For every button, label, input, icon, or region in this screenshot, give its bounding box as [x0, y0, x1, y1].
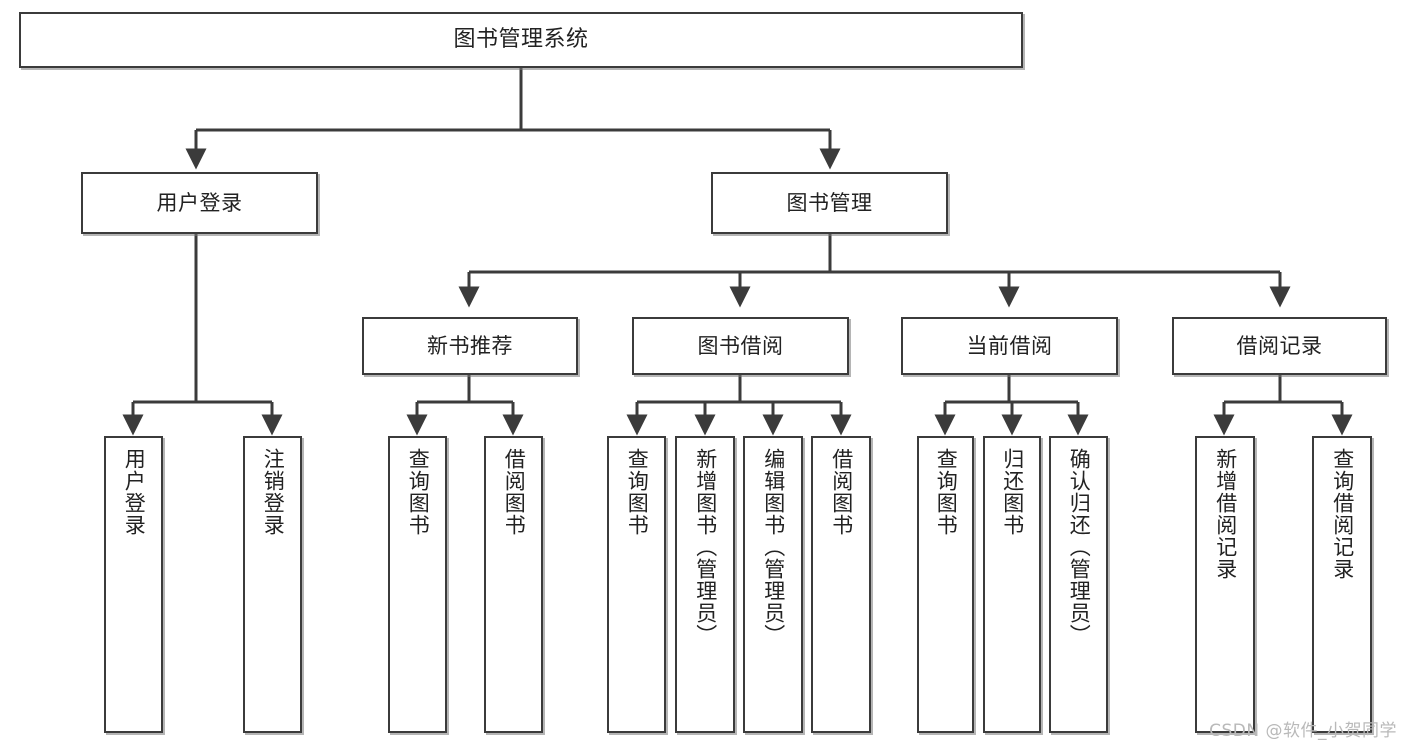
- watermark: CSDN @软件_小贺同学: [1209, 721, 1397, 741]
- node-leaf-confirm-return[interactable]: 确认归还（管理员）: [1049, 436, 1108, 733]
- node-leaf-edit-book-label: 编辑图书（管理员）: [761, 448, 786, 646]
- node-leaf-borrow-book-2[interactable]: 借阅图书: [811, 436, 871, 733]
- node-leaf-add-record[interactable]: 新增借阅记录: [1195, 436, 1255, 733]
- node-book-borrow-label: 图书借阅: [697, 333, 784, 358]
- node-leaf-query-book-2-label: 查询图书: [625, 448, 650, 536]
- node-leaf-query-book-3[interactable]: 查询图书: [917, 436, 974, 733]
- node-leaf-borrow-book-1[interactable]: 借阅图书: [484, 436, 543, 733]
- node-leaf-query-book-3-label: 查询图书: [934, 448, 959, 536]
- node-leaf-add-book-label: 新增图书（管理员）: [693, 448, 718, 646]
- node-root-label: 图书管理系统: [453, 27, 589, 53]
- node-current-borrow[interactable]: 当前借阅: [901, 317, 1118, 375]
- node-leaf-borrow-book-2-label: 借阅图书: [829, 448, 854, 536]
- node-book-management[interactable]: 图书管理: [711, 172, 948, 234]
- node-leaf-logout-login-label: 注销登录: [261, 448, 286, 536]
- node-leaf-query-book-2[interactable]: 查询图书: [607, 436, 666, 733]
- node-leaf-borrow-book-1-label: 借阅图书: [502, 448, 527, 536]
- node-leaf-query-record[interactable]: 查询借阅记录: [1312, 436, 1372, 733]
- node-leaf-query-record-label: 查询借阅记录: [1330, 448, 1355, 580]
- node-new-book-recommend-label: 新书推荐: [427, 333, 513, 358]
- node-book-borrow[interactable]: 图书借阅: [632, 317, 849, 375]
- node-leaf-user-login[interactable]: 用户登录: [104, 436, 163, 733]
- node-user-login-label: 用户登录: [156, 190, 243, 215]
- node-leaf-confirm-return-label: 确认归还（管理员）: [1067, 448, 1092, 646]
- node-leaf-edit-book[interactable]: 编辑图书（管理员）: [743, 436, 803, 733]
- node-new-book-recommend[interactable]: 新书推荐: [362, 317, 578, 375]
- node-book-management-label: 图书管理: [786, 190, 873, 215]
- node-user-login[interactable]: 用户登录: [81, 172, 318, 234]
- node-leaf-add-book[interactable]: 新增图书（管理员）: [675, 436, 735, 733]
- node-leaf-return-book[interactable]: 归还图书: [983, 436, 1041, 733]
- node-leaf-query-book-1-label: 查询图书: [406, 448, 431, 536]
- node-leaf-logout-login[interactable]: 注销登录: [243, 436, 302, 733]
- node-leaf-return-book-label: 归还图书: [1000, 448, 1025, 536]
- node-borrow-record-label: 借阅记录: [1236, 333, 1323, 358]
- node-current-borrow-label: 当前借阅: [966, 333, 1053, 358]
- node-leaf-add-record-label: 新增借阅记录: [1213, 448, 1238, 580]
- node-borrow-record[interactable]: 借阅记录: [1172, 317, 1387, 375]
- node-root[interactable]: 图书管理系统: [19, 12, 1023, 68]
- node-leaf-user-login-label: 用户登录: [122, 448, 147, 536]
- node-leaf-query-book-1[interactable]: 查询图书: [388, 436, 447, 733]
